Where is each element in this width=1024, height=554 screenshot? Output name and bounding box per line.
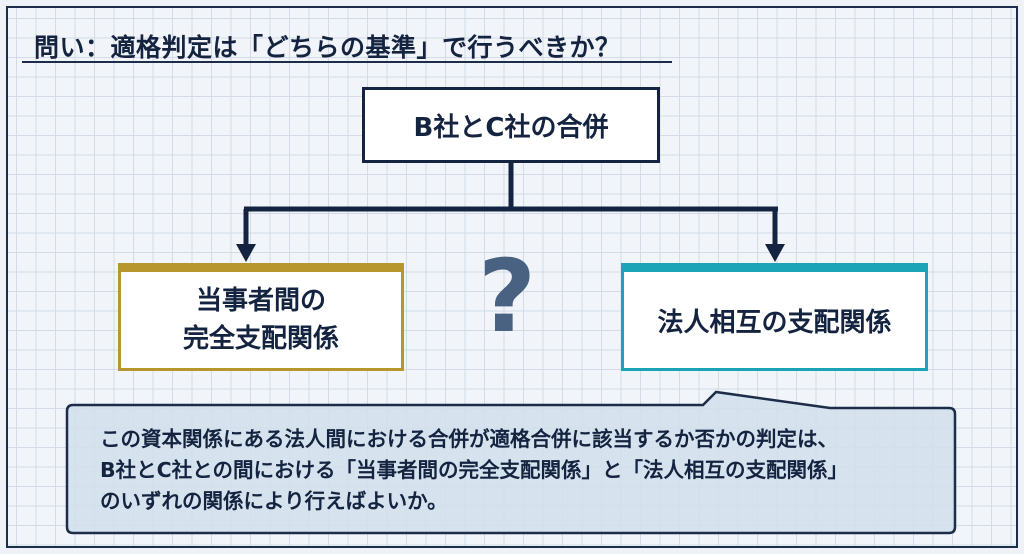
option-complete-control-box: 当事者間の完全支配関係 [118,263,404,371]
connector-lines [243,163,778,248]
merger-box: B社とC社の合併 [362,87,660,163]
right-box-label: 法人相互の支配関係 [657,307,892,338]
left-box-line2: 完全支配関係 [182,324,339,354]
question-mark-icon: ? [478,238,537,355]
arrow-left-icon [236,244,256,262]
arrow-right-icon [765,244,785,262]
left-box-line1: 当事者間の [195,286,326,316]
merger-label: B社とC社の合併 [413,112,609,143]
bubble-line-2: B社とC社との間における「当事者間の完全支配関係」と「法人相互の支配関係」 [100,458,848,482]
bubble-line-3: のいずれの関係により行えばよいか。 [100,489,448,513]
bubble-text: この資本関係にある法人間における合併が適格合併に該当するか否かの判定は、 B社と… [100,424,848,517]
bubble-line-1: この資本関係にある法人間における合併が適格合併に該当するか否かの判定は、 [100,427,838,451]
speech-bubble [65,390,957,535]
title-underline [22,61,672,63]
option-mutual-control-box: 法人相互の支配関係 [621,263,928,371]
page-title: 問い：適格判定は「どちらの基準」で行うべきか？ [34,33,621,62]
